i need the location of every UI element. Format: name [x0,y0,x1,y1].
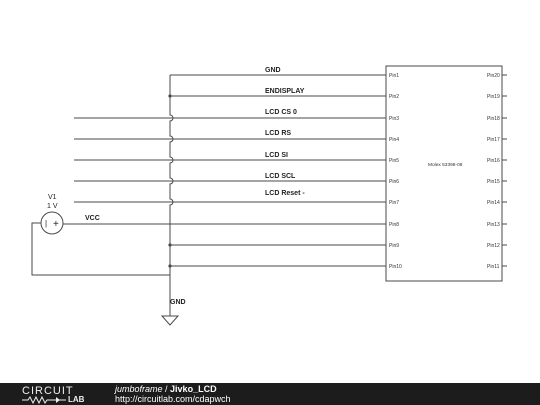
wires [31,74,386,316]
circuit-meta: jumboframe / Jivko_LCD http://circuitlab… [115,384,231,404]
pin-label-left: Pin6 [389,179,399,185]
net-label-vcc: VCC [85,215,100,222]
pin-label-left: Pin8 [389,222,399,228]
connector-part-number: Molex 53398-08 [428,162,463,168]
pin-label-right: Pin12 [487,243,500,249]
pin-label-left: Pin1 [389,73,399,79]
voltage-source-symbol [40,211,64,235]
schematic-canvas: GND ENDISPLAY LCD CS 0 LCD RS LCD SI LCD… [31,65,507,326]
pin-label-right: Pin19 [487,94,500,100]
pin-label-left: Pin7 [389,200,399,206]
voltage-source-v1[interactable]: | + [40,211,64,235]
pin-label-right: Pin17 [487,137,500,143]
pin-label-left: Pin2 [389,94,399,100]
pin-label-right: Pin15 [487,179,500,185]
net-label-lcd-rs: LCD RS [265,130,291,137]
source-value: 1 V [47,203,58,210]
pin-label-left: Pin3 [389,116,399,122]
junction-dot [168,243,172,247]
net-label-lcd-scl: LCD SCL [265,173,296,180]
net-label-gnd-bottom: GND [170,299,186,306]
junction-dot [168,94,172,98]
resistor-logo-icon [22,396,66,404]
pin-label-right: Pin18 [487,116,500,122]
logo-text-top: CIRCUIT [22,385,74,397]
net-label-lcd-cs: LCD CS 0 [265,109,297,116]
net-label-lcd-reset: LCD Reset - [265,190,305,197]
junction-dots [168,94,172,268]
pin-label-left: Pin9 [389,243,399,249]
wire-source-return [31,222,170,276]
pin-label-right: Pin20 [487,73,500,79]
pin-label-left: Pin5 [389,158,399,164]
pin-label-left: Pin4 [389,137,399,143]
junction-dot [168,264,172,268]
title-separator: / [162,384,171,394]
author-link[interactable]: jumboframe [115,384,163,394]
pin-label-right: Pin16 [487,158,500,164]
pin-label-right: Pin13 [487,222,500,228]
net-label-gnd: GND [265,67,281,74]
circuitlab-logo[interactable]: CIRCUIT LAB [22,385,96,404]
net-label-lcd-si: LCD SI [265,152,288,159]
connector-body[interactable] [385,65,503,282]
ground-icon [160,315,180,326]
source-minus-icon: | [45,219,47,228]
pin-label-right: Pin11 [487,264,500,270]
pin-label-left: Pin10 [389,264,402,270]
net-label-endisplay: ENDISPLAY [265,88,305,95]
source-plus-icon: + [53,219,59,230]
gnd-bus-wire [169,75,174,316]
pin-label-right: Pin14 [487,200,500,206]
circuit-title[interactable]: Jivko_LCD [170,384,217,394]
source-name: V1 [48,194,57,201]
circuit-url[interactable]: http://circuitlab.com/cdapwch [115,394,231,404]
footer-bar: CIRCUIT LAB jumboframe / Jivko_LCD http:… [0,383,540,405]
logo-text-bottom: LAB [68,395,85,404]
